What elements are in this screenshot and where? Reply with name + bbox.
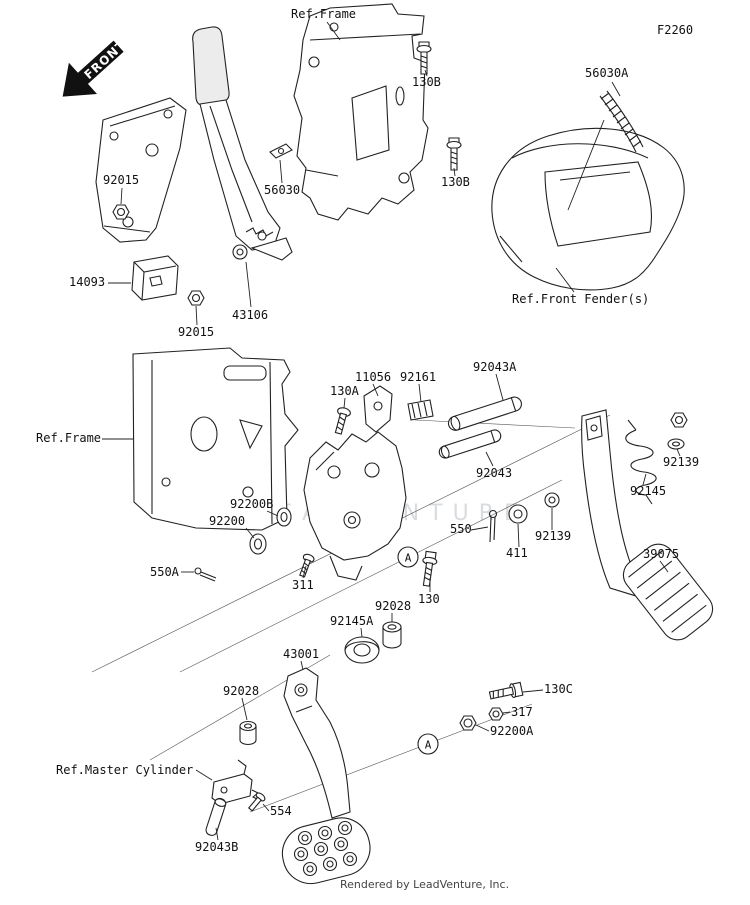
part-label-92043: 92043: [476, 466, 513, 480]
part-label-page-code: F2260: [657, 23, 694, 37]
part-label-ref-frame-top: Ref.Frame: [291, 7, 357, 21]
front-arrow-label: FRONT: [82, 38, 129, 82]
cable-56030a-drawing: [599, 90, 644, 153]
part-label-92028-lower: 92028: [223, 684, 260, 698]
bolt-311-drawing: [299, 553, 315, 578]
pedal-bracket-drawing: [303, 431, 407, 581]
pin-92043-drawing: [438, 429, 502, 459]
nut-92015-2-drawing: [187, 290, 205, 306]
switch-14093-drawing: [131, 255, 179, 301]
part-label-92015-2: 92015: [178, 325, 215, 339]
spring-92145a-drawing: [344, 636, 380, 664]
bushing-92028-upper-drawing: [382, 621, 402, 649]
mount-bracket-drawing: [95, 97, 187, 243]
part-label-92161: 92161: [400, 370, 437, 384]
nut-317-drawing: [488, 707, 504, 721]
part-label-92139-mid: 92139: [535, 529, 572, 543]
bolt-130b-2-drawing: [446, 137, 462, 171]
part-label-550: 550: [450, 522, 472, 536]
parking-brake-lever-drawing: [192, 26, 293, 261]
washer-92139-mid-drawing: [544, 492, 560, 508]
part-label-92028-upper: 92028: [375, 599, 412, 613]
front-fender-drawing: [491, 127, 685, 291]
part-label-130: 130: [418, 592, 440, 606]
part-label-56030: 56030: [264, 183, 301, 197]
part-label-43106: 43106: [232, 308, 269, 322]
bolt-130c-drawing: [488, 681, 524, 700]
front-arrow: FRONT: [62, 38, 129, 97]
part-label-92015-1: 92015: [103, 173, 140, 187]
spring-92145-drawing: [625, 419, 657, 505]
footer-credit: Rendered by LeadVenture, Inc.: [340, 878, 510, 891]
assembly-marker-a2: A: [417, 733, 439, 755]
leader-lines: [102, 21, 681, 841]
part-label-56030a: 56030A: [585, 66, 629, 80]
pin-92043a-drawing: [447, 396, 522, 431]
master-cylinder-part-drawing: [211, 759, 261, 805]
bolt-130b-1-drawing: [416, 41, 432, 75]
damper-92161-drawing: [407, 399, 434, 421]
part-label-ref-master-cylinder: Ref.Master Cylinder: [56, 763, 194, 777]
screw-554-drawing: [247, 792, 266, 812]
part-label-39075: 39075: [643, 547, 680, 561]
part-label-92200a: 92200A: [490, 724, 534, 738]
part-label-92043b: 92043B: [195, 840, 239, 854]
part-label-130c: 130C: [544, 682, 573, 696]
clamp-56030-drawing: [269, 143, 293, 159]
part-label-ref-front-fender: Ref.Front Fender(s): [512, 292, 650, 306]
part-label-130b-1: 130B: [412, 75, 441, 89]
part-label-130a: 130A: [330, 384, 359, 398]
part-label-92139-right: 92139: [663, 455, 700, 469]
nut-92200a-drawing: [459, 715, 477, 731]
nut-92139-right-drawing: [667, 412, 688, 450]
assembly-marker-a1: A: [397, 546, 419, 568]
part-label-554: 554: [270, 804, 292, 818]
part-label-92145a: 92145A: [330, 614, 374, 628]
bushing-92028-lower-drawing: [239, 720, 257, 746]
cotter-pin-550-drawing: [488, 509, 498, 543]
part-label-317: 317: [511, 705, 533, 719]
part-label-14093: 14093: [69, 275, 106, 289]
part-label-130b-2: 130B: [441, 175, 470, 189]
bolt-130-drawing: [422, 550, 438, 587]
washer-92200b-drawing: [276, 507, 292, 527]
bolt-130a-drawing: [334, 407, 351, 435]
part-label-ref-frame-mid: Ref.Frame: [36, 431, 102, 445]
part-label-11056: 11056: [355, 370, 392, 384]
part-label-411: 411: [506, 546, 528, 560]
bracket-11056-drawing: [363, 385, 393, 433]
part-label-43001: 43001: [283, 647, 320, 661]
brake-pedal-39075-drawing: [581, 409, 714, 641]
washer-411-drawing: [508, 504, 528, 524]
brake-pedal-43001-drawing: [281, 667, 371, 885]
part-label-92145: 92145: [630, 484, 667, 498]
part-label-92200b: 92200B: [230, 497, 274, 511]
assembly-marker-a1-letter: A: [405, 552, 412, 565]
assembly-marker-a2-letter: A: [425, 739, 432, 752]
frame-bracket-top-drawing: [293, 3, 429, 221]
nut-92015-1-drawing: [112, 204, 130, 220]
part-label-550a: 550A: [150, 565, 179, 579]
pin-92043b-drawing: [205, 797, 227, 836]
part-label-311: 311: [292, 578, 314, 592]
part-label-92043a: 92043A: [473, 360, 517, 374]
cotter-pin-550a-drawing: [194, 567, 217, 582]
part-label-92200: 92200: [209, 514, 246, 528]
washer-92200-drawing: [249, 533, 267, 555]
frame-plate-mid-drawing: [132, 347, 299, 531]
